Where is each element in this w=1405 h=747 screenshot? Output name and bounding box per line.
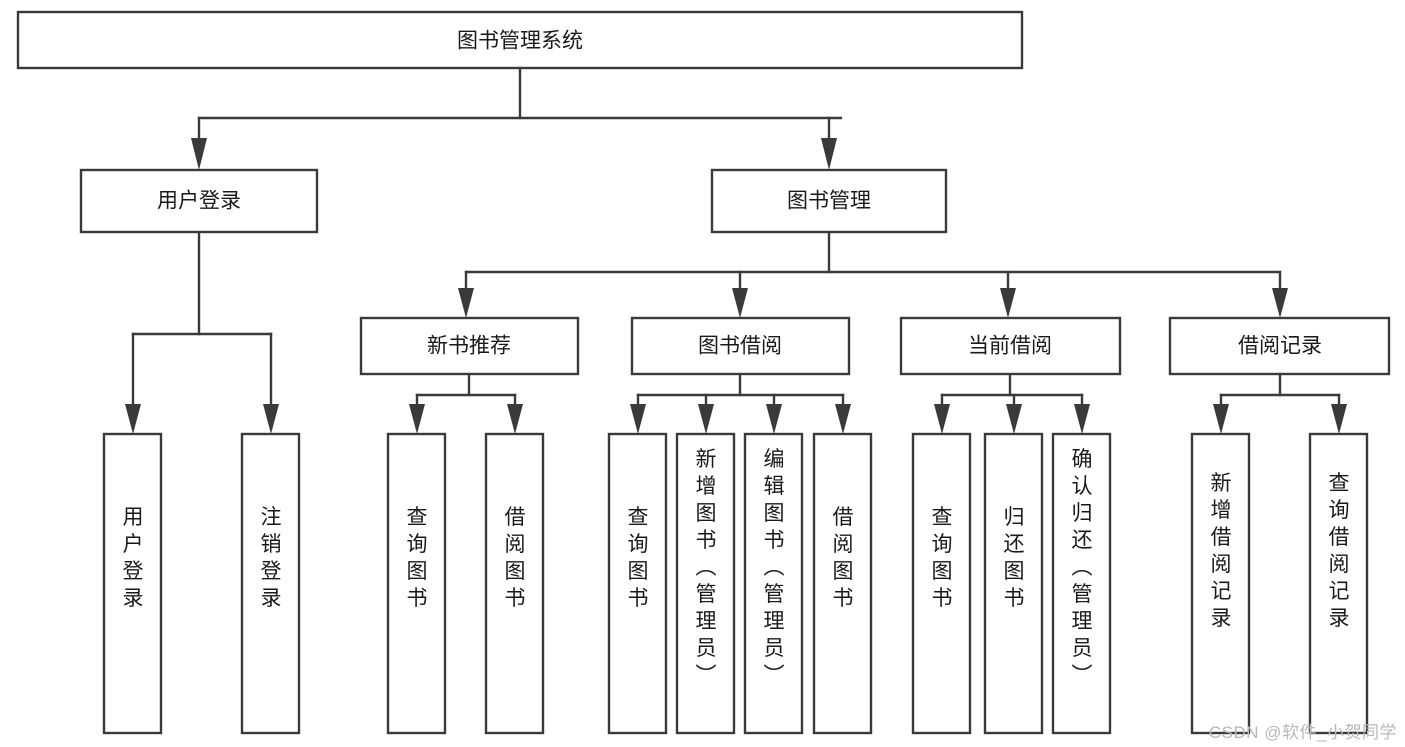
node-leaf-query-book-rec[interactable]: 查询图书 xyxy=(386,432,447,735)
arrowhead-leaf-edit-book-admin xyxy=(766,404,782,434)
node-leaf-return-book-box xyxy=(983,432,1044,735)
node-leaf-user-logout-label: 注销登录 xyxy=(261,506,282,610)
arrowhead-user-login xyxy=(191,138,207,170)
arrowhead-leaf-add-book-admin xyxy=(698,404,714,434)
node-leaf-query-book-bor[interactable]: 查询图书 xyxy=(607,432,668,735)
node-leaf-user-login-label: 用户登录 xyxy=(123,506,144,610)
node-leaf-return-book-label: 归还图书 xyxy=(1004,506,1025,610)
node-leaf-return-book[interactable]: 归还图书 xyxy=(983,432,1044,735)
node-leaf-query-borrow-record[interactable]: 查询借阅记录 xyxy=(1308,432,1369,735)
arrowhead-leaf-user-logout xyxy=(263,404,279,434)
node-borrow-record-label: 借阅记录 xyxy=(1238,335,1322,358)
node-leaf-user-login-box xyxy=(102,432,163,735)
node-current-borrow-label: 当前借阅 xyxy=(968,335,1052,358)
arrowhead-leaf-borrow-book-bor xyxy=(835,404,851,434)
node-book-manage[interactable]: 图书管理 xyxy=(710,168,948,234)
node-leaf-borrow-book-bor-label: 借阅图书 xyxy=(833,506,854,610)
arrowhead-leaf-add-borrow-record xyxy=(1213,404,1229,434)
node-leaf-user-logout-box xyxy=(240,432,301,735)
node-leaf-user-login[interactable]: 用户登录 xyxy=(102,432,163,735)
node-borrow-record-box xyxy=(1168,316,1391,376)
node-leaf-query-book-bor-label: 查询图书 xyxy=(628,506,649,610)
node-book-borrow-box xyxy=(630,316,851,376)
node-leaf-add-borrow-record-box xyxy=(1190,432,1251,735)
node-leaf-query-borrow-record-box xyxy=(1308,432,1369,735)
arrowhead-leaf-confirm-return xyxy=(1074,404,1090,434)
node-leaf-query-book-bor-box xyxy=(607,432,668,735)
node-leaf-borrow-book-rec[interactable]: 借阅图书 xyxy=(484,432,545,735)
node-leaf-add-book-admin[interactable]: 新增图书︵管理员︶ xyxy=(675,432,736,735)
node-new-book-recommend-box xyxy=(359,316,580,376)
node-leaf-query-book-cur-box xyxy=(911,432,972,735)
node-borrow-record[interactable]: 借阅记录 xyxy=(1168,316,1391,376)
node-book-borrow-label: 图书借阅 xyxy=(698,335,782,358)
node-leaf-query-book-cur[interactable]: 查询图书 xyxy=(911,432,972,735)
node-leaf-edit-book-admin-label: 编辑图书︵管理员︶ xyxy=(764,448,785,687)
csdn-watermark: CSDN @软件_小贺同学 xyxy=(1208,723,1397,742)
node-leaf-edit-book-admin[interactable]: 编辑图书︵管理员︶ xyxy=(743,432,804,735)
node-leaf-borrow-book-rec-box xyxy=(484,432,545,735)
node-root-box xyxy=(16,10,1024,70)
node-book-manage-label: 图书管理 xyxy=(787,190,871,213)
arrowhead-leaf-query-book-bor xyxy=(630,404,646,434)
node-leaf-edit-book-admin-box xyxy=(743,432,804,735)
node-leaf-query-borrow-record-label: 查询借阅记录 xyxy=(1329,472,1350,630)
arrowhead-book-manage xyxy=(821,138,837,170)
arrowhead-leaf-user-login xyxy=(125,404,141,434)
node-leaf-query-book-rec-label: 查询图书 xyxy=(407,506,428,610)
node-user-login[interactable]: 用户登录 xyxy=(79,168,319,234)
arrowhead-leaf-query-borrow-record xyxy=(1331,404,1347,434)
node-user-login-box xyxy=(79,168,319,234)
connector-layer xyxy=(125,66,1347,434)
arrowhead-borrow-record xyxy=(1272,288,1288,318)
node-root-label: 图书管理系统 xyxy=(457,30,583,53)
node-leaf-confirm-return[interactable]: 确认归还︵管理员︶ xyxy=(1051,432,1112,735)
node-current-borrow-box xyxy=(899,316,1122,376)
arrowhead-leaf-borrow-book-rec xyxy=(507,404,523,434)
node-leaf-user-logout[interactable]: 注销登录 xyxy=(240,432,301,735)
node-book-manage-box xyxy=(710,168,948,234)
node-root[interactable]: 图书管理系统 xyxy=(16,10,1024,70)
node-new-book-recommend-label: 新书推荐 xyxy=(427,335,511,358)
node-leaf-add-borrow-record[interactable]: 新增借阅记录 xyxy=(1190,432,1251,735)
node-leaf-borrow-book-bor-box xyxy=(812,432,873,735)
arrowhead-current-borrow xyxy=(1000,288,1016,318)
node-current-borrow[interactable]: 当前借阅 xyxy=(899,316,1122,376)
node-leaf-confirm-return-label: 确认归还︵管理员︶ xyxy=(1072,448,1093,687)
node-leaf-add-book-admin-box xyxy=(675,432,736,735)
node-user-login-label: 用户登录 xyxy=(157,190,241,213)
arrowhead-book-borrow xyxy=(732,288,748,318)
node-leaf-query-book-rec-box xyxy=(386,432,447,735)
node-leaf-add-borrow-record-label: 新增借阅记录 xyxy=(1211,472,1232,630)
node-leaf-add-book-admin-label: 新增图书︵管理员︶ xyxy=(696,448,717,687)
arrowhead-leaf-query-book-rec xyxy=(409,404,425,434)
arrowhead-leaf-query-book-cur xyxy=(934,404,950,434)
node-leaf-query-book-cur-label: 查询图书 xyxy=(932,506,953,610)
node-book-borrow[interactable]: 图书借阅 xyxy=(630,316,851,376)
node-leaf-borrow-book-bor[interactable]: 借阅图书 xyxy=(812,432,873,735)
node-new-book-recommend[interactable]: 新书推荐 xyxy=(359,316,580,376)
node-leaf-confirm-return-box xyxy=(1051,432,1112,735)
node-leaf-borrow-book-rec-label: 借阅图书 xyxy=(505,506,526,610)
arrowhead-new-book-recommend xyxy=(458,288,474,318)
arrowhead-leaf-return-book xyxy=(1006,404,1022,434)
